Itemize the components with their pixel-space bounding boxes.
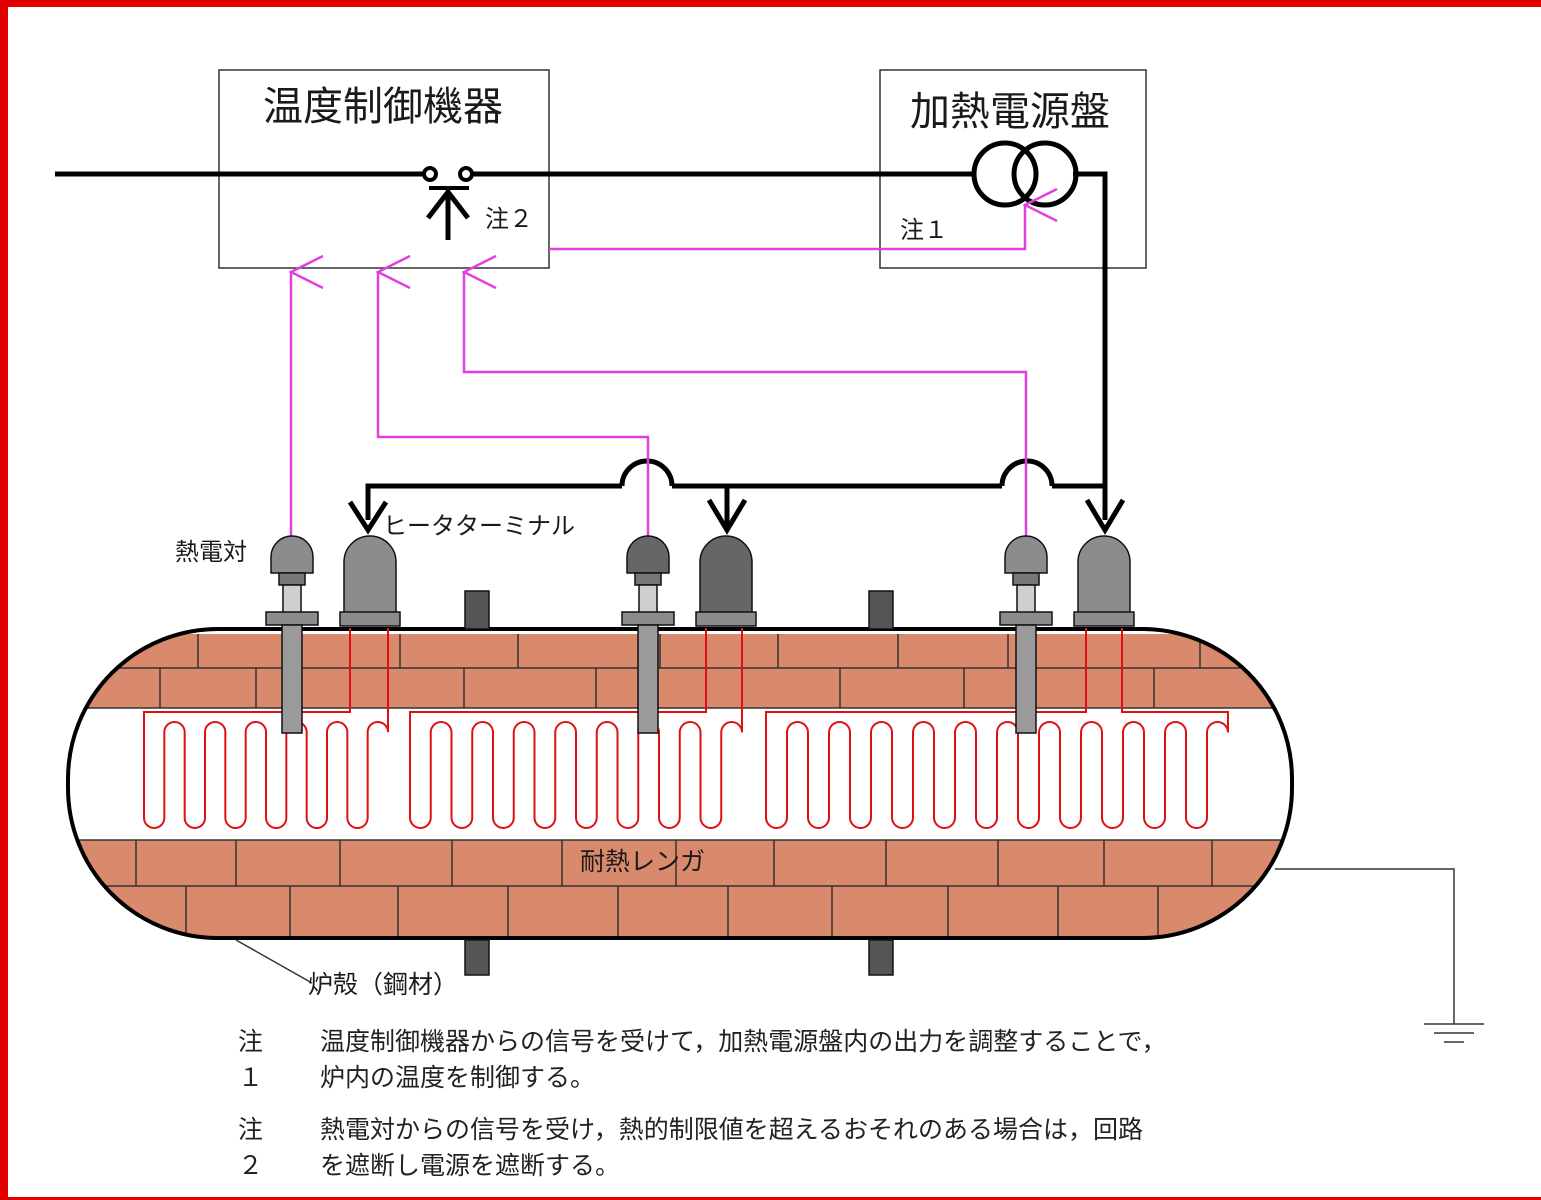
thermocouple-1 (265, 535, 319, 734)
note2-marker: 注２ (485, 205, 533, 233)
heater-coil-2 (409, 628, 743, 829)
note-2-tag: 注２ (238, 1115, 264, 1180)
note-1-tag: 注１ (238, 1027, 264, 1092)
power-panel-label: 加熱電源盤 (910, 89, 1110, 135)
power-line (55, 171, 1126, 535)
heater-terminal-label: ヒータターミナル (383, 512, 575, 540)
temp-controller-label: 温度制御機器 (263, 84, 503, 130)
breaker-icon (422, 166, 474, 240)
heater-coil-3 (765, 628, 1229, 829)
note-1-line-2: 炉内の温度を制御する。 (320, 1063, 596, 1092)
note1-marker: 注１ (900, 216, 948, 244)
furnace-shell-label: 炉殻（鋼材） (308, 970, 458, 999)
heater-terminal-1 (339, 535, 401, 627)
heater-terminal-2 (695, 535, 757, 627)
thermocouple-3 (999, 535, 1053, 734)
note-1-line-1: 温度制御機器からの信号を受けて，加熱電源盤内の出力を調整することで， (320, 1027, 1167, 1056)
ground-icon (1275, 868, 1484, 1043)
refractory-brick-label: 耐熱レンガ (580, 847, 705, 876)
signal-lines (291, 205, 1026, 543)
note-2-line-1: 熱電対からの信号を受け，熱的制限値を超えるおそれのある場合は，回路 (320, 1115, 1144, 1144)
heater-coil-1 (143, 628, 389, 829)
thermocouple-label: 熱電対 (175, 538, 247, 566)
shell-leader-line (235, 939, 313, 984)
support-lugs (464, 590, 894, 976)
thermocouple-2 (621, 535, 675, 734)
heater-coils (143, 628, 1229, 829)
heater-terminal-3 (1073, 535, 1135, 627)
note-2-line-2: を遮断し電源を遮断する。 (320, 1151, 621, 1180)
